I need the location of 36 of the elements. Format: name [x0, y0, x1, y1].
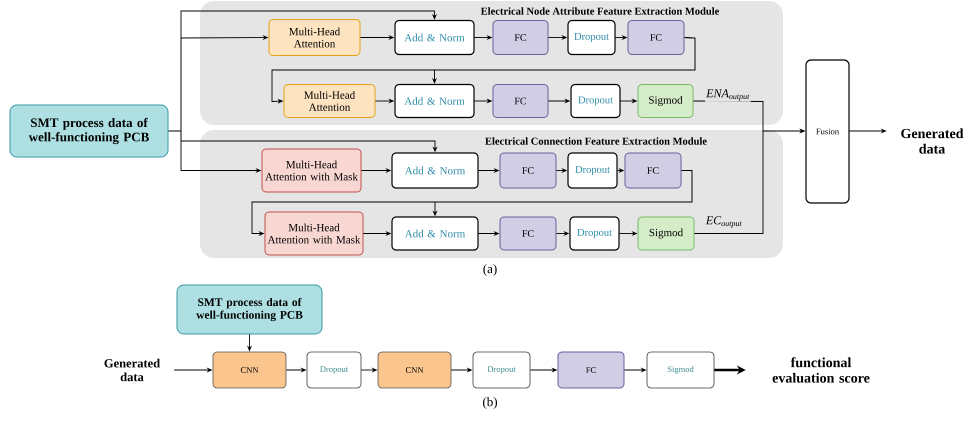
activation-box: Sigmod: [638, 216, 694, 250]
attention-box: Multi-Head Attention: [268, 19, 360, 56]
layer-box: FC: [628, 20, 684, 55]
process-box: Dropout: [569, 216, 620, 251]
panel-label: (b): [483, 397, 498, 409]
layer-box: FC: [492, 84, 548, 118]
process-box: Dropout: [567, 20, 616, 56]
input-box: SMT process data of well-functioning PCB: [10, 104, 168, 158]
process-box: Sigmod: [646, 352, 714, 388]
layer-box: CNN: [378, 352, 452, 388]
attention-box: Multi-Head Attention with Mask: [262, 148, 362, 192]
edge-label: EC$_{output}$: [704, 215, 744, 229]
process-box: Add & Norm: [394, 84, 475, 118]
layer-box: FC: [492, 20, 548, 55]
edge-label: ENA$_{output}$: [705, 88, 751, 102]
process-box: Add & Norm: [391, 152, 479, 189]
process-box: Dropout: [306, 352, 362, 388]
process-box: Add & Norm: [391, 216, 479, 251]
output-text: functional evaluation score: [772, 357, 870, 383]
process-box: Dropout: [570, 84, 621, 118]
attention-box: Multi-Head Attention with Mask: [264, 212, 364, 256]
layer-box: FC: [500, 152, 556, 188]
input-box: SMT process data of well-functioning PCB: [176, 284, 322, 334]
input-text: Generated data: [104, 358, 160, 382]
process-box: Dropout: [472, 352, 530, 388]
process-box: Dropout: [567, 152, 618, 189]
layer-box: CNN: [212, 352, 286, 388]
attention-box: Multi-Head Attention: [284, 84, 376, 118]
panel-label: (a): [483, 264, 497, 276]
layer-box: FC: [624, 152, 682, 188]
activation-box: Sigmod: [638, 84, 694, 118]
process-box: Add & Norm: [394, 20, 475, 56]
output-text: Generated data: [901, 128, 964, 154]
fusion-box: Fusion: [805, 59, 850, 204]
layer-box: FC: [558, 352, 624, 388]
layer-box: FC: [500, 216, 556, 250]
